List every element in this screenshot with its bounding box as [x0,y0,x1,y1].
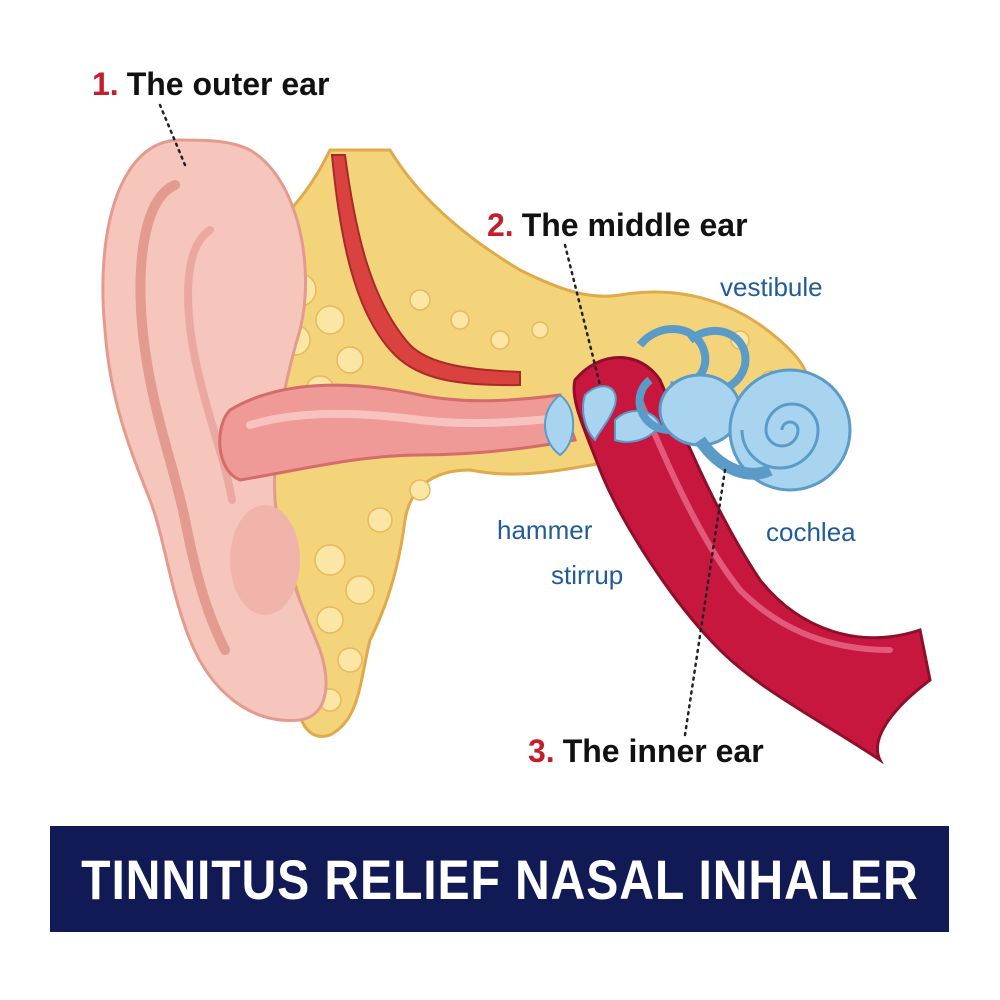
heading-middle-ear: 2.The middle ear [487,207,748,244]
heading-number: 1. [92,66,119,102]
label-cochlea: cochlea [766,517,856,547]
cochlea-spiral [740,402,820,470]
heading-text: The middle ear [521,207,748,243]
heading-text: The outer ear [126,66,330,102]
heading-text: The inner ear [562,733,764,769]
leader-inner-ear [683,468,727,737]
heading-inner-ear: 3.The inner ear [528,733,764,770]
label-stirrup: stirrup [551,560,624,590]
muscle-strip [330,154,521,387]
heading-number: 3. [528,733,555,769]
hammer-bone [582,385,617,442]
label-vestibule: vestibule [720,272,823,302]
eardrum [544,393,575,457]
ear-canal [218,383,577,482]
heading-outer-ear: 1.The outer ear [92,66,329,103]
leader-middle-ear [563,243,602,387]
banner-title: TINNITUS RELIEF NASAL INHALER [80,847,919,911]
label-hammer: hammer [497,515,593,545]
inner-ear [635,325,852,492]
outer-ear-pinna [101,138,328,722]
cochlea-shell [728,368,852,492]
leader-lines [158,103,727,737]
product-banner: TINNITUS RELIEF NASAL INHALER [50,826,949,932]
heading-number: 2. [487,207,514,243]
ossicles [544,385,662,457]
cochlea-duct [695,436,773,480]
vestibule-body [658,373,742,447]
